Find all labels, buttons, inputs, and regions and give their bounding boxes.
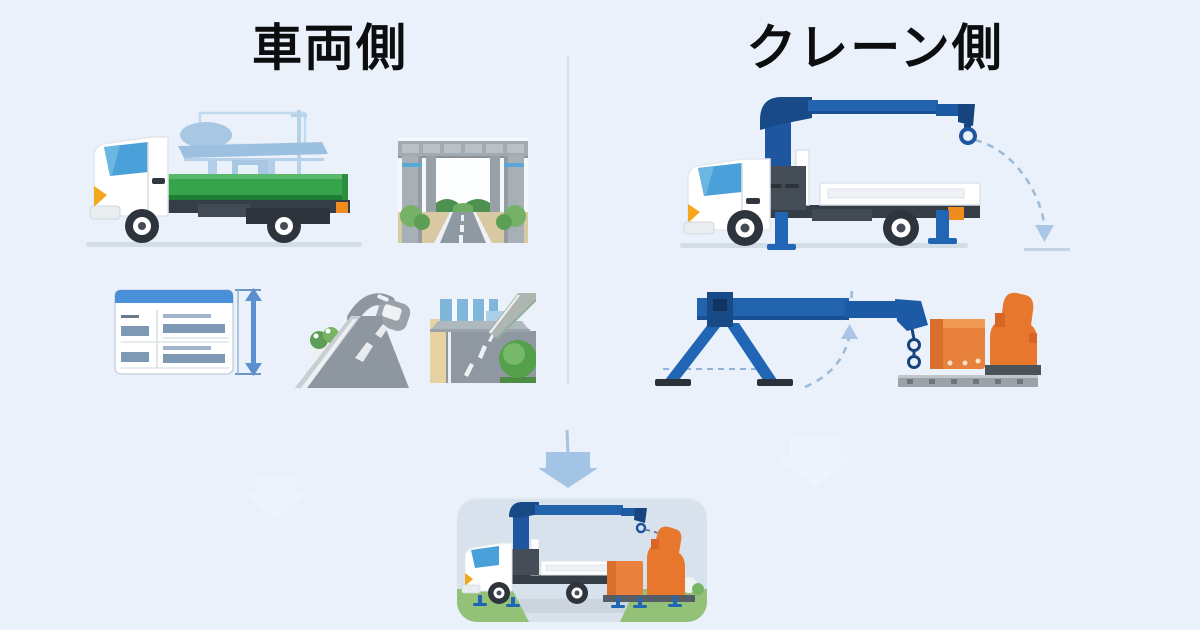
crane-boom [760,97,977,174]
document-card [114,289,234,375]
height-dimension-arrow-icon [235,288,262,376]
highway-overpass-illustration [430,293,536,383]
front-wheel [125,209,159,243]
truck-body [683,149,981,235]
outrigger-stands [473,595,682,608]
outrigger-legs [655,323,793,386]
boom-arm [697,292,928,369]
faint-arrow-watermark-icon [245,478,305,518]
crane-boom-outriggers-illustration [655,284,1041,389]
faint-arrow-watermark-icon [777,437,853,487]
mini-orange-equipment [603,526,695,602]
result-panel [457,497,707,622]
truck-body [89,136,350,224]
height-gantry-illustration [398,137,528,243]
mini-crane-boom [509,502,647,551]
sloped-road-illustration [295,293,411,388]
flatbed-truck-illustration [86,110,362,247]
rear-wheel [267,209,301,243]
front-wheel [727,210,763,246]
lowering-path-dashed-arrow-icon [974,138,1070,251]
ground-shadow [680,243,968,248]
orange-equipment-load [898,292,1041,387]
crane-side-title: クレーン側 [746,19,1004,77]
outriggers [767,210,957,250]
crane-hook-icon [959,127,977,145]
ground-shadow [86,242,362,247]
rear-wheel [883,210,919,246]
spec-document-illustration [114,288,262,376]
crane-hook-icon [907,338,921,352]
crane-truck-illustration [680,97,1070,251]
vehicle-side-title: 車両側 [252,19,408,77]
crane-truck-loading-scene [457,502,707,622]
merge-down-arrow-icon [538,430,598,488]
section-divider [567,55,569,385]
mini-wheels [488,582,588,604]
